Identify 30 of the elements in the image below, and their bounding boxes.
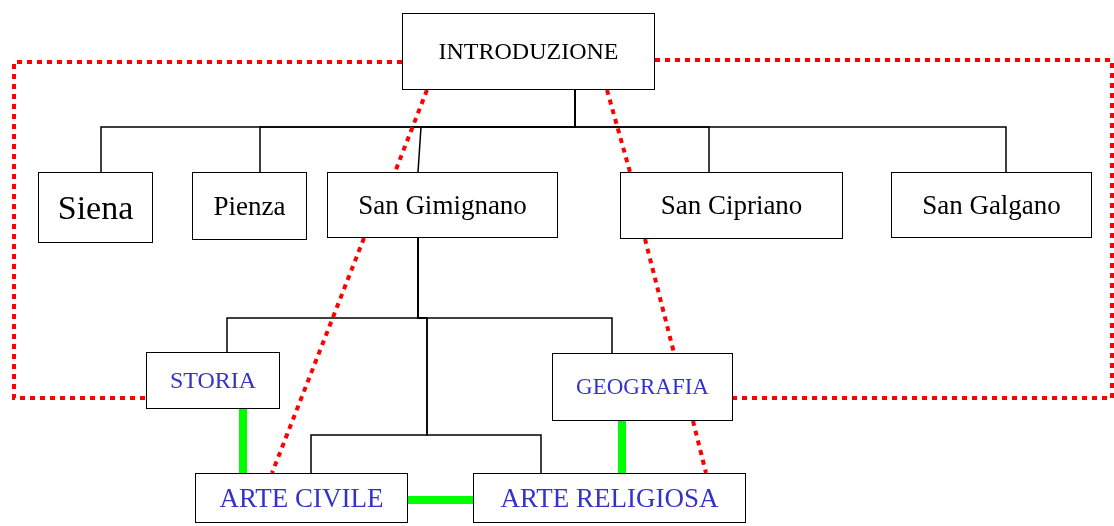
topic-label: GEOGRAFIA bbox=[576, 374, 709, 400]
dotted-line bbox=[655, 58, 1114, 400]
topic-box bbox=[195, 473, 408, 523]
thick-line bbox=[618, 421, 626, 473]
topic-box bbox=[146, 352, 280, 409]
dotted-line bbox=[691, 420, 708, 474]
topic-label: ARTE RELIGIOSA bbox=[500, 482, 719, 514]
topic-label: San Gimignano bbox=[358, 189, 527, 221]
topic-box bbox=[891, 172, 1092, 238]
topic-box bbox=[552, 353, 733, 421]
topic-label: STORIA bbox=[169, 367, 257, 394]
topic-label: Pienza bbox=[213, 190, 286, 222]
topic-label: Siena bbox=[57, 188, 134, 227]
topic-label: ARTE CIVILE bbox=[219, 482, 384, 514]
dotted-line bbox=[393, 89, 429, 173]
dotted-line bbox=[643, 238, 676, 354]
topic-box bbox=[473, 473, 746, 523]
topic-box bbox=[402, 13, 655, 90]
topic-label: INTRODUZIONE bbox=[438, 38, 619, 65]
topic-label: San Cipriano bbox=[660, 190, 803, 221]
dotted-line bbox=[605, 89, 632, 173]
thick-line bbox=[408, 496, 473, 504]
topic-box bbox=[192, 172, 307, 240]
thick-line bbox=[239, 409, 247, 473]
dotted-line bbox=[12, 60, 402, 400]
topic-box bbox=[327, 172, 558, 238]
topic-label: San Galgano bbox=[922, 189, 1061, 221]
topic-box bbox=[620, 172, 843, 239]
topic-box bbox=[38, 172, 153, 243]
dotted-line bbox=[270, 237, 366, 474]
